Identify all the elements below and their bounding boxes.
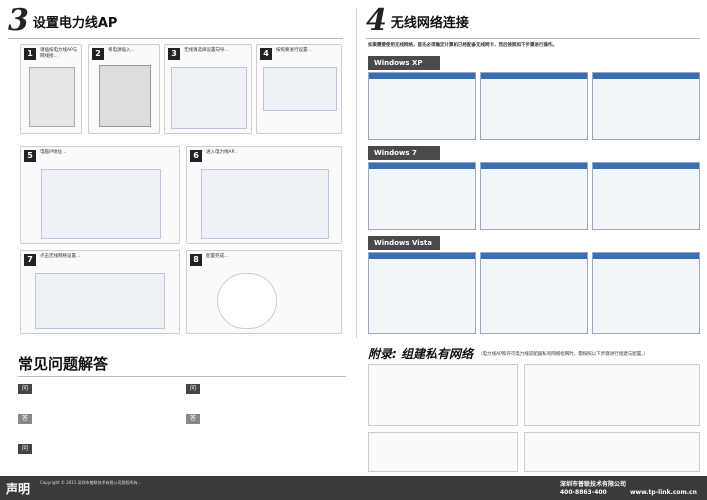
xp-step-3: [592, 72, 700, 140]
faq-a1-label: 答: [18, 414, 32, 424]
titlebar: [369, 163, 475, 169]
faq-rule: [18, 376, 346, 377]
step-text: 按照要进行设置...: [276, 48, 312, 53]
screenshot-illustration: [41, 169, 161, 239]
screenshot-illustration: [201, 169, 329, 239]
step-number: 8: [190, 254, 202, 266]
section4-title: 无线网络连接: [390, 16, 469, 31]
step-3-8: 8 配置完成...: [186, 250, 342, 334]
step-number: 5: [24, 150, 36, 162]
private-step-2: [524, 364, 700, 426]
w7-step-1: [368, 162, 476, 230]
step-number: 2: [92, 48, 104, 60]
step-3-2: 2 将电源插入...: [88, 44, 160, 134]
step-text: 配置完成...: [206, 254, 229, 259]
titlebar: [481, 253, 587, 259]
private-step-3: [368, 432, 518, 472]
step-text: 电脑IP地址...: [40, 150, 67, 155]
faq-q3-label: 问: [186, 384, 200, 394]
step-number: 7: [24, 254, 36, 266]
private-title: 附录: 组建私有网络: [368, 347, 473, 361]
vista-step-1: [368, 252, 476, 334]
faq-a3-label: 答: [186, 414, 200, 424]
step-3-5: 5 电脑IP地址...: [20, 146, 180, 244]
titlebar: [481, 73, 587, 79]
hotline: 400-8863-400: [560, 489, 607, 496]
company-name: 深圳市普联技术有限公司: [560, 481, 627, 488]
step-3-6: 6 进入电力线AP...: [186, 146, 342, 244]
w7-step-3: [592, 162, 700, 230]
faq-title: 常见问题解答: [18, 355, 109, 373]
vista-step-3: [592, 252, 700, 334]
declaration-label: 声明: [6, 482, 31, 496]
titlebar: [369, 253, 475, 259]
step-text: 请插按电力线AP与网线接...: [40, 48, 78, 59]
section3-number: 3: [8, 3, 29, 38]
section4-intro: 如果需要使用无线网络，首先必须确定计算机已经配备无线网卡，然后按照如下步骤进行操…: [368, 43, 557, 48]
private-header: 附录: 组建私有网络: [368, 346, 473, 364]
step-number: 1: [24, 48, 36, 60]
step-3-4: 4 按照要进行设置...: [256, 44, 342, 134]
column-divider: [356, 8, 357, 338]
step-3-7: 7 点击无线网络设置...: [20, 250, 180, 334]
titlebar: [593, 253, 699, 259]
step-text: 进入电力线AP...: [206, 150, 238, 155]
windows-7-banner: Windows 7: [368, 146, 440, 160]
section3-title: 设置电力线AP: [32, 16, 118, 31]
faq-q2-label: 问: [18, 444, 32, 454]
xp-step-1: [368, 72, 476, 140]
device-illustration: [29, 67, 75, 127]
step-text: 无线请选择设置向导...: [184, 48, 229, 53]
footer-bar: 声明 Copyright © 2011 深圳市普联技术有限公司版权所有... 深…: [0, 476, 707, 500]
section4-rule: [366, 38, 700, 39]
windows-xp-banner: Windows XP: [368, 56, 440, 70]
windows-vista-banner: Windows Vista: [368, 236, 440, 250]
xp-step-2: [480, 72, 588, 140]
step-3-1: 1 请插按电力线AP与网线接...: [20, 44, 82, 134]
private-note: [524, 432, 700, 472]
step-number: 6: [190, 150, 202, 162]
step-3-3: 3 无线请选择设置向导...: [164, 44, 252, 134]
faq-q1-label: 问: [18, 384, 32, 394]
section3-header: 3 设置电力线AP: [8, 3, 118, 38]
website-url: www.tp-link.com.cn: [630, 489, 697, 496]
titlebar: [593, 163, 699, 169]
screenshot-illustration: [263, 67, 337, 111]
step-number: 4: [260, 48, 272, 60]
screenshot-illustration: [171, 67, 247, 129]
private-subtitle: （电力线AP和许可电力线适配器私有网络组网时，需按照以下步骤进行组建与配置。）: [478, 352, 649, 357]
section3-rule: [8, 38, 343, 39]
titlebar: [369, 73, 475, 79]
step-number: 3: [168, 48, 180, 60]
vista-step-2: [480, 252, 588, 334]
pc-illustration: [99, 65, 151, 127]
copyright-text: Copyright © 2011 深圳市普联技术有限公司版权所有...: [40, 480, 142, 485]
wireless-illustration: [217, 273, 277, 329]
w7-step-2: [480, 162, 588, 230]
step-text: 将电源插入...: [108, 48, 135, 53]
screenshot-illustration: [35, 273, 165, 329]
private-step-1: [368, 364, 518, 426]
step-text: 点击无线网络设置...: [40, 254, 81, 259]
titlebar: [593, 73, 699, 79]
section4-header: 4 无线网络连接: [366, 3, 469, 38]
section4-number: 4: [366, 3, 387, 38]
titlebar: [481, 163, 587, 169]
